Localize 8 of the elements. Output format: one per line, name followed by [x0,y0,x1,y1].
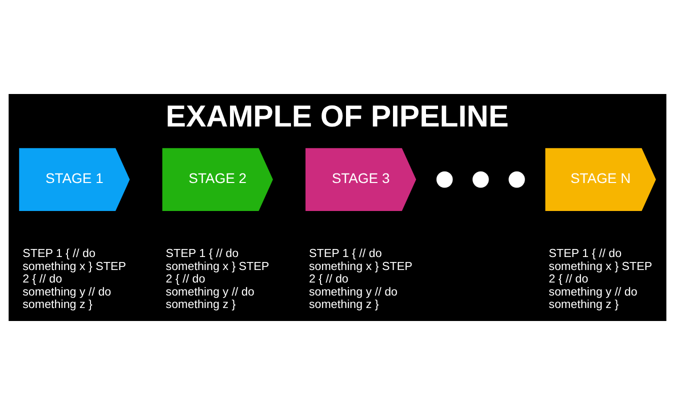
node-label: STEP 1 { // do something x } STEP 2 { // do something y // do something z } [308,246,412,312]
node-label: STEP 1 { // do something x } STEP 2 { // do something y // do something z } [548,246,652,312]
node-circle [472,171,489,188]
diagram-title: EXAMPLE OF PIPELINE [166,100,509,134]
node-circle [508,171,525,188]
node-label: STEP 1 { // do something x } STEP 2 { // do something y // do something z } [22,246,126,312]
node-label: STEP 1 { // do something x } STEP 2 { // do something y // do something z } [166,246,270,312]
node-circle [436,171,453,188]
